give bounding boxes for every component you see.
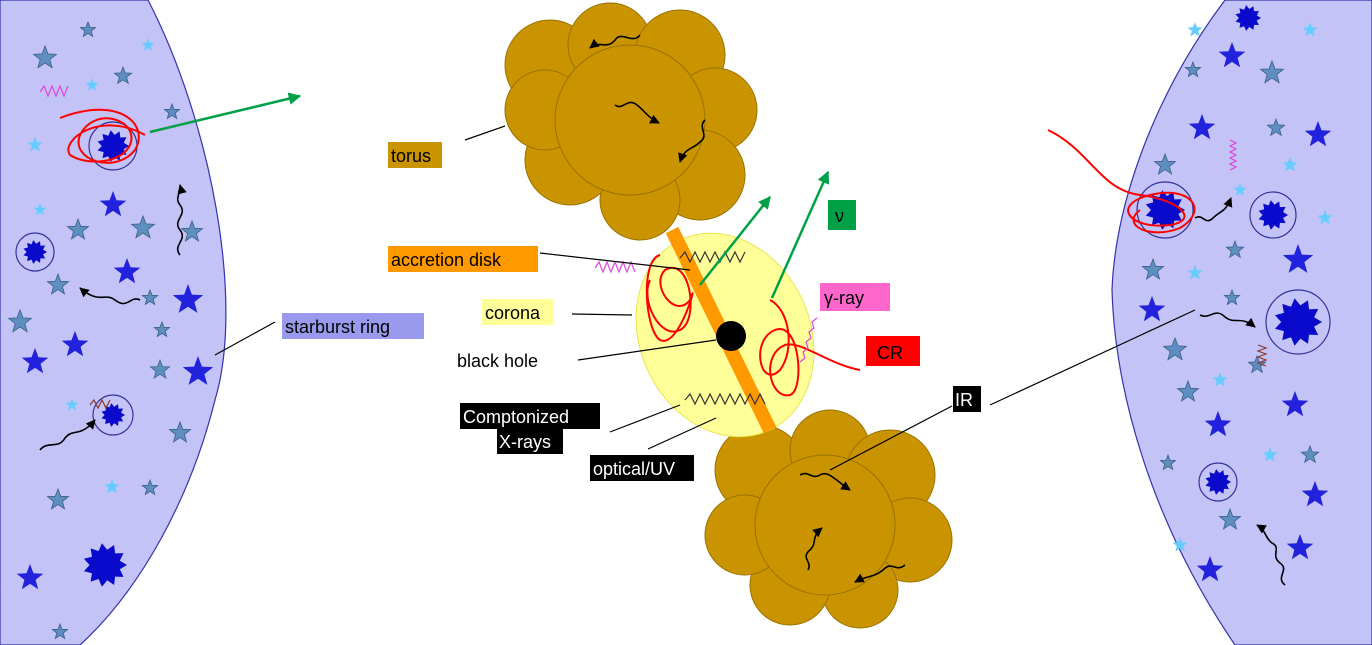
black-hole xyxy=(716,321,746,351)
label-torus-text: torus xyxy=(391,146,431,166)
label-neutrino-text: ν xyxy=(835,206,844,226)
label-comptonized: Comptonized X-rays xyxy=(460,403,600,454)
label-comptonized-line2: X-rays xyxy=(499,432,551,452)
label-starburst-ring-text: starburst ring xyxy=(285,317,390,337)
label-neutrino: ν xyxy=(828,200,856,230)
label-accretion-disk-text: accretion disk xyxy=(391,250,502,270)
starburst-region-right xyxy=(1112,0,1372,645)
label-infrared-text: IR xyxy=(955,390,973,410)
label-optical-uv: optical/UV xyxy=(590,455,694,481)
label-gamma-ray: γ-ray xyxy=(820,283,890,311)
label-accretion-disk: accretion disk xyxy=(388,246,538,272)
label-comptonized-line1: Comptonized xyxy=(463,407,569,427)
neutrino-arrow-2 xyxy=(772,172,828,298)
label-starburst-ring: starburst ring xyxy=(282,313,424,339)
label-cosmic-ray: CR xyxy=(866,336,920,366)
label-cosmic-ray-text: CR xyxy=(877,343,903,363)
label-gamma-ray-text: γ-ray xyxy=(824,288,864,308)
label-corona-text: corona xyxy=(485,303,541,323)
label-optical-uv-text: optical/UV xyxy=(593,459,675,479)
label-black-hole: black hole xyxy=(457,351,538,371)
label-corona: corona xyxy=(482,299,554,325)
torus-cloud-bottom xyxy=(705,410,952,628)
label-torus: torus xyxy=(388,142,442,168)
label-infrared: IR xyxy=(953,386,981,412)
